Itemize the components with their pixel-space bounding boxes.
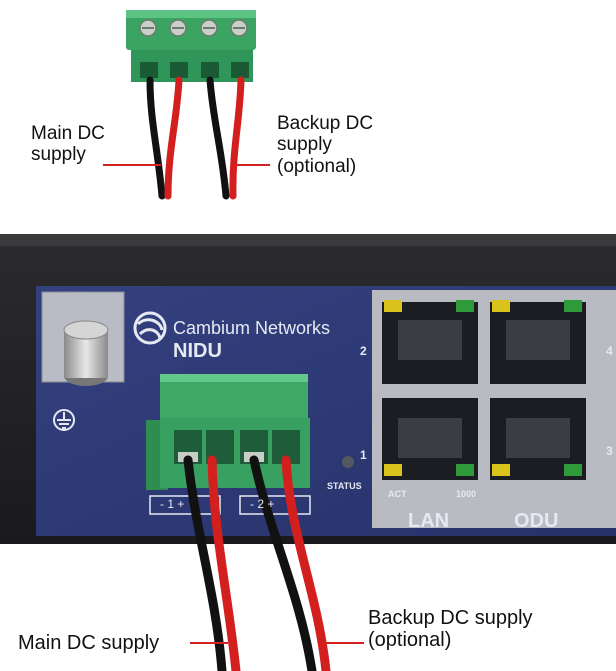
port-number-2: 2 bbox=[360, 344, 367, 358]
bottom-main-dc-label: Main DC supply bbox=[18, 632, 159, 654]
top-main-dc-label: Main DC supply bbox=[31, 123, 105, 166]
odu-label: ODU bbox=[514, 510, 558, 533]
top-terminal-block bbox=[126, 10, 256, 82]
rj45-port-block bbox=[372, 290, 616, 528]
model-name: NIDU bbox=[173, 340, 222, 363]
ground-lug bbox=[42, 292, 124, 386]
ground-symbol-icon bbox=[54, 410, 74, 430]
bottom-backup-dc-label: Backup DC supply (optional) bbox=[368, 607, 533, 652]
port-number-1: 1 bbox=[360, 448, 367, 462]
terminal-marking-1: - 1 + bbox=[160, 497, 184, 511]
status-label: STATUS bbox=[327, 481, 362, 491]
top-wires bbox=[150, 80, 241, 196]
status-led bbox=[342, 456, 354, 468]
terminal-marking-2: - 2 + bbox=[250, 497, 274, 511]
brand-name: Cambium Networks bbox=[173, 318, 330, 339]
speed-label: 1000 bbox=[456, 489, 476, 499]
lan-label: LAN bbox=[408, 510, 449, 533]
port-number-3: 3 bbox=[606, 444, 613, 458]
port-number-4: 4 bbox=[606, 344, 613, 358]
top-backup-dc-label: Backup DC supply (optional) bbox=[277, 113, 373, 177]
nidu-device-photo bbox=[0, 234, 616, 671]
act-label: ACT bbox=[388, 489, 407, 499]
